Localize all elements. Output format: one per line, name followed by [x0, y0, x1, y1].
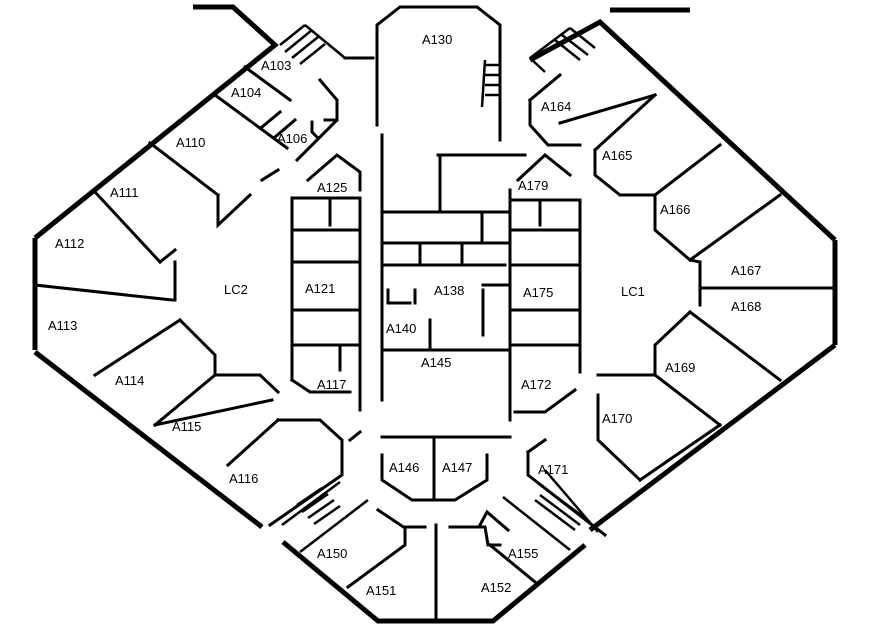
room-label-a147: A147 [442, 460, 472, 475]
room-label-a151: A151 [366, 583, 396, 598]
room-label-a110: A110 [176, 135, 205, 150]
room-label-a138: A138 [434, 283, 464, 298]
interior-walls [33, 5, 837, 622]
room-label-a103: A103 [261, 58, 291, 73]
room-label-a166: A166 [660, 202, 690, 217]
room-label-a106: A106 [277, 131, 307, 146]
room-label-a169: A169 [665, 360, 695, 375]
room-label-a171: A171 [538, 462, 568, 477]
room-label-a164: A164 [541, 99, 571, 114]
room-label-a179: A179 [518, 178, 548, 193]
room-label-a152: A152 [481, 580, 511, 595]
stairs-top-right [529, 27, 596, 73]
room-label-a168: A168 [731, 299, 761, 314]
room-label-a116: A116 [229, 471, 258, 486]
room-label-a112: A112 [55, 236, 84, 251]
room-label-a104: A104 [231, 85, 261, 100]
room-label-a167: A167 [731, 263, 761, 278]
room-labels: A130 A103 A104 A106 A110 A111 A112 A113 … [48, 32, 761, 598]
stairs-top-left [279, 24, 346, 65]
stairs-bottom-left [281, 480, 369, 553]
room-label-a175: A175 [523, 285, 553, 300]
room-label-a111: A111 [110, 185, 138, 200]
room-label-a125: A125 [317, 180, 347, 195]
room-label-lc1: LC1 [621, 284, 645, 299]
room-label-a114: A114 [115, 373, 144, 388]
room-label-a170: A170 [602, 411, 632, 426]
room-label-a115: A115 [172, 419, 201, 434]
stairs-bottom-right [502, 469, 599, 551]
room-label-a145: A145 [421, 355, 451, 370]
room-label-a172: A172 [521, 377, 551, 392]
outer-walls [32, 4, 838, 624]
room-label-a113: A113 [48, 318, 77, 333]
stairs-a130 [480, 59, 500, 108]
room-label-a140: A140 [386, 321, 416, 336]
room-label-a165: A165 [602, 148, 632, 163]
room-label-a150: A150 [317, 546, 347, 561]
room-label-a130: A130 [422, 32, 452, 47]
room-label-a146: A146 [389, 460, 419, 475]
room-label-a117: A117 [317, 377, 346, 392]
room-label-lc2: LC2 [224, 282, 248, 297]
room-label-a121: A121 [305, 281, 335, 296]
room-label-a155: A155 [508, 546, 538, 561]
